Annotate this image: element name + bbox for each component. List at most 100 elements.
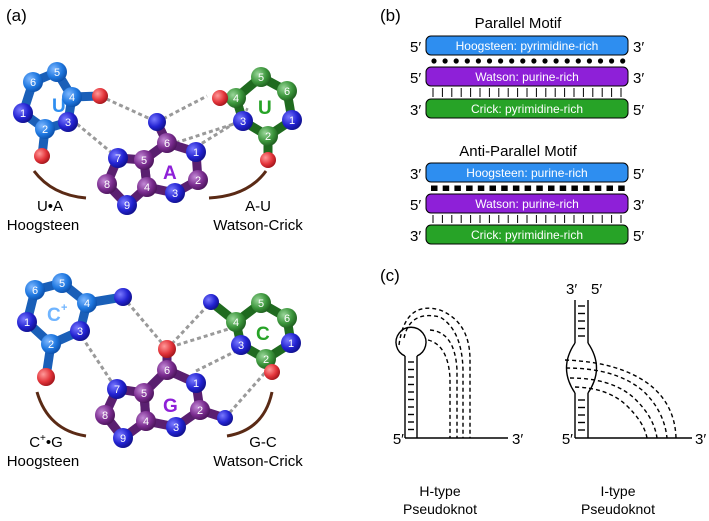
hoogsteen-dash xyxy=(454,185,461,191)
num: 5 xyxy=(59,278,65,290)
num: 6 xyxy=(164,365,170,377)
atom-a-2 xyxy=(188,170,208,190)
parallel-hoogsteen-label: Hoogsteen: pyrimidine-rich xyxy=(456,39,599,53)
parallel-watson-label: Watson: purine-rich xyxy=(475,70,579,84)
pair-label-hoogsteen-top: Hoogsteen xyxy=(7,217,80,234)
panel-b-antiparallel: Anti-Parallel Motif Hoogsteen: purine-ri… xyxy=(410,143,644,245)
hoogsteen-dot xyxy=(620,58,626,64)
pair-label-watson-top: Watson-Crick xyxy=(213,217,303,234)
hoogsteen-dash xyxy=(594,185,602,191)
itype-pseudoknot-strands xyxy=(564,359,677,439)
itype-knot-1 xyxy=(564,359,677,439)
hoogsteen-dash xyxy=(442,185,450,191)
left-cplus-atoms xyxy=(17,273,132,386)
pair-label-gc: G-C xyxy=(249,434,277,451)
pair-cg-c: C xyxy=(29,434,40,451)
num: 1 xyxy=(193,378,199,390)
hoogsteen-dot xyxy=(442,58,448,64)
pair-cg-plus: + xyxy=(40,433,46,444)
right-u-label: U xyxy=(258,98,272,119)
atom-a-8 xyxy=(97,174,117,194)
right-u-atoms xyxy=(212,67,302,168)
atom-a-1 xyxy=(186,142,206,162)
htype-loop xyxy=(395,326,427,357)
antiparallel-title: Anti-Parallel Motif xyxy=(459,143,577,160)
hoogsteen-dot xyxy=(609,58,615,64)
hoogsteen-dash xyxy=(606,185,613,191)
num: 5 xyxy=(141,155,147,167)
hoogsteen-dot xyxy=(475,58,481,64)
atom-c-1 xyxy=(17,312,37,332)
atom-c2-2 xyxy=(256,349,276,369)
parallel-title: Parallel Motif xyxy=(475,15,563,32)
itype-knot-3 xyxy=(569,377,658,439)
atom-g-3 xyxy=(166,417,186,437)
center-g-label: G xyxy=(163,396,178,417)
atom-g-4 xyxy=(136,411,156,431)
atom-u2-3 xyxy=(233,111,253,131)
pair-label-hoogsteen-bottom: Hoogsteen xyxy=(7,453,80,470)
htype-pseudoknot-strands xyxy=(398,307,471,438)
pair-cg-rest: •G xyxy=(46,434,63,451)
antiparallel-crick-strand xyxy=(425,224,629,245)
htype-five-prime: 5′ xyxy=(393,431,404,448)
antiparallel-watson-crick-bonds xyxy=(432,215,622,223)
atom-a-n6 xyxy=(148,113,166,131)
itype-top-three-prime: 3′ xyxy=(566,281,577,298)
atom-c2-5 xyxy=(251,293,271,313)
arc-watson-bottom xyxy=(226,391,274,438)
atom-g-1 xyxy=(186,373,206,393)
num: 1 xyxy=(288,338,294,350)
itype-top-five-prime: 5′ xyxy=(591,281,602,298)
antiparallel-watson-left-end: 5′ xyxy=(410,197,421,214)
antiparallel-crick-label: Crick: pyrimidine-rich xyxy=(471,228,583,242)
panel-b-parallel: Parallel Motif Hoogsteen: pyrimidine-ric… xyxy=(410,15,644,119)
atom-u2-6 xyxy=(277,81,297,101)
num: 7 xyxy=(114,384,120,396)
atom-u2-5 xyxy=(251,67,271,87)
itype-three-prime: 3′ xyxy=(695,431,706,448)
hoogsteen-dot xyxy=(486,58,493,64)
num: 8 xyxy=(102,410,108,422)
num: 2 xyxy=(42,124,48,136)
panel-c-htype xyxy=(395,307,508,439)
num: 6 xyxy=(284,313,290,325)
num: 6 xyxy=(30,77,36,89)
antiparallel-hoogsteen-bonds xyxy=(431,185,625,191)
num: 3 xyxy=(240,116,246,128)
left-u-atoms xyxy=(13,62,108,164)
htype-three-prime: 3′ xyxy=(512,431,523,448)
htype-subtitle: Pseudoknot xyxy=(403,501,477,517)
num: 3 xyxy=(172,188,178,200)
arc-hoogsteen-bottom xyxy=(35,391,87,438)
atom-a-7 xyxy=(108,148,128,168)
num: 2 xyxy=(197,405,203,417)
num: 3 xyxy=(65,117,71,129)
panel-label-a: (a) xyxy=(6,6,27,25)
atom-a-9 xyxy=(117,195,137,215)
num: 4 xyxy=(69,92,75,104)
num: 4 xyxy=(143,416,149,428)
atom-c-4 xyxy=(77,293,97,313)
atom-c2-3 xyxy=(231,335,251,355)
parallel-crick-right-end: 5′ xyxy=(633,102,644,119)
parallel-watson-left-end: 5′ xyxy=(410,70,421,87)
hoogsteen-dash xyxy=(618,185,625,191)
num: 6 xyxy=(164,138,170,150)
atom-c2-o2 xyxy=(264,364,280,380)
hoogsteen-dot xyxy=(564,58,570,64)
left-cplus-label: C xyxy=(47,305,61,326)
num: 1 xyxy=(193,147,199,159)
num: 2 xyxy=(265,131,271,143)
panel-a-top-triad: U 6 5 4 3 2 1 A xyxy=(7,62,303,234)
parallel-crick-label: Crick: pyrimidine-rich xyxy=(471,102,583,116)
antiparallel-crick-left-end: 3′ xyxy=(410,228,421,245)
antiparallel-hoogsteen-left-end: 3′ xyxy=(410,166,421,183)
hoogsteen-dash xyxy=(477,185,485,191)
atom-u2-4 xyxy=(226,88,246,108)
center-a-label: A xyxy=(163,163,177,184)
hoogsteen-dot xyxy=(464,58,470,64)
hoogsteen-dot xyxy=(509,58,515,64)
arc-watson-top xyxy=(208,170,268,200)
atom-g-9 xyxy=(113,428,133,448)
